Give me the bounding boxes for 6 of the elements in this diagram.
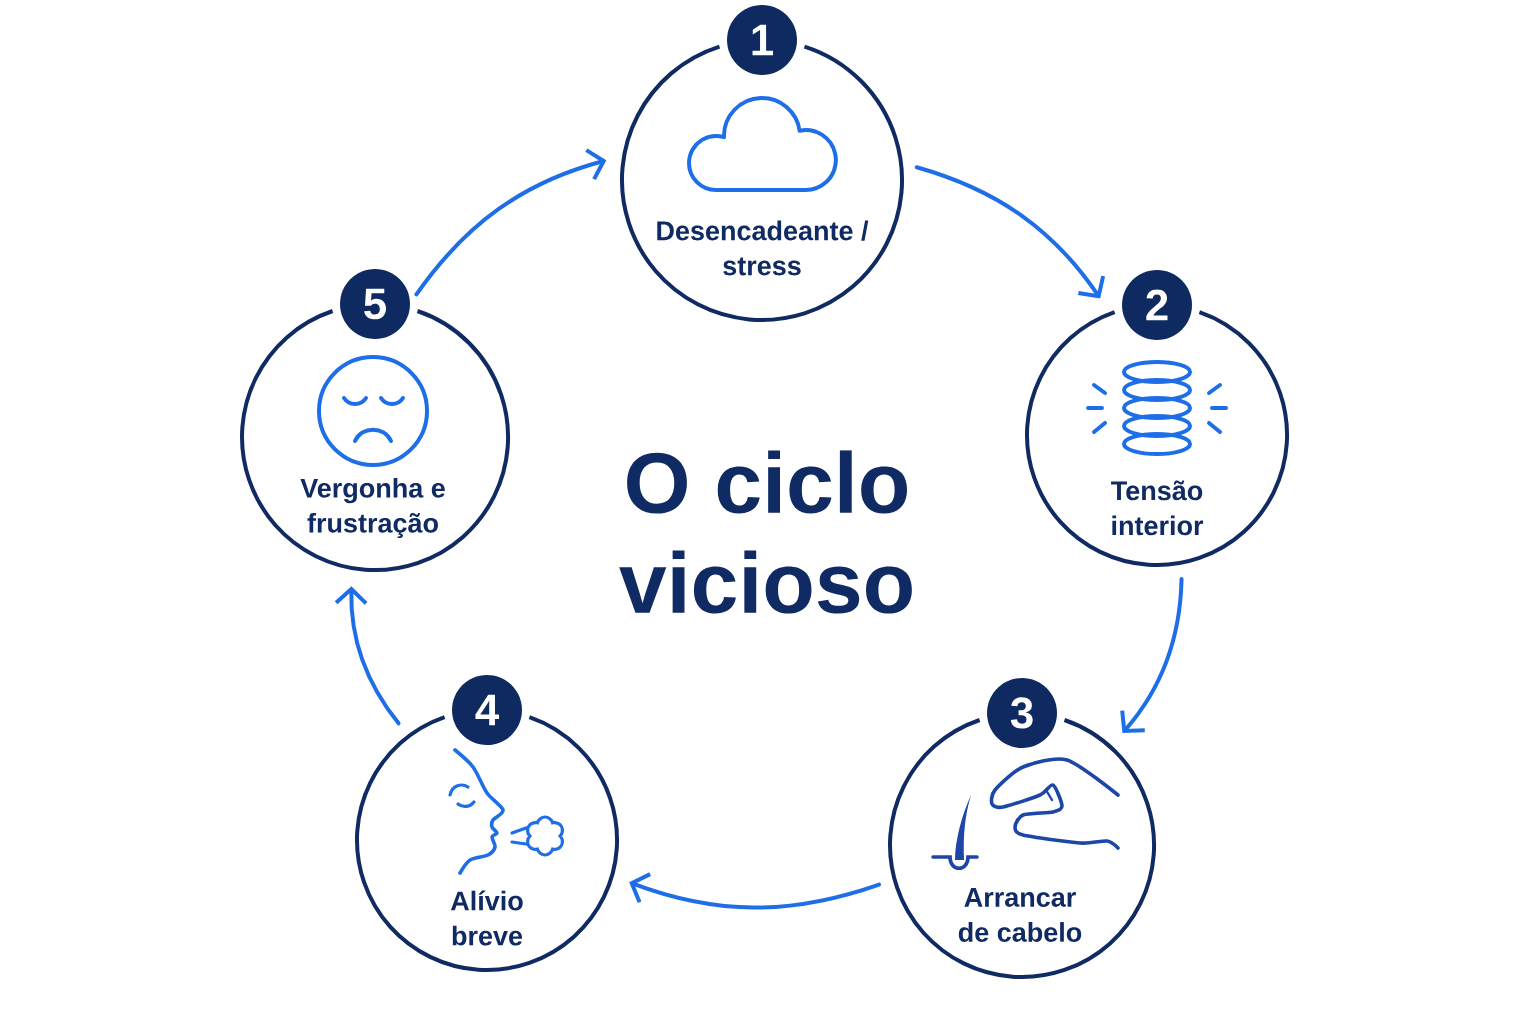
arrow [414,148,607,297]
arrow [1120,577,1184,734]
arrow [629,872,882,910]
title: O ciclo vicioso [619,450,912,614]
arrow [334,586,401,726]
arrow [914,165,1106,299]
